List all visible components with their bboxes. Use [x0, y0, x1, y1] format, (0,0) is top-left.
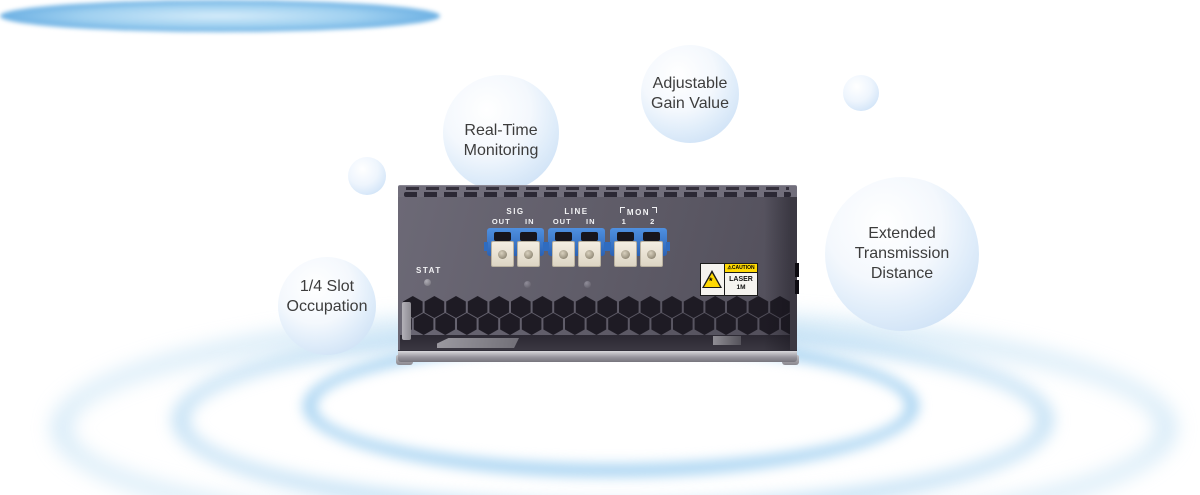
hex-vent-grille	[403, 296, 790, 337]
feature-bubble-real-time-monitoring: Real-Time Monitoring	[443, 75, 559, 191]
port-label-1: 1	[621, 217, 627, 226]
bottom-recess	[400, 335, 795, 350]
device-shadow-ellipse	[0, 0, 440, 32]
lc-dust-plug	[614, 241, 637, 267]
caution-distance-text: 1M	[736, 284, 746, 291]
port-group-title: LINE	[564, 207, 589, 216]
feature-text: Gain Value	[651, 95, 729, 112]
lc-latch	[555, 232, 572, 241]
feature-text: 1/4 Slot	[299, 278, 355, 295]
vent-slots-row	[406, 187, 789, 190]
bottom-rail	[398, 350, 797, 362]
lc-dust-plug	[491, 241, 514, 267]
port-label-out: OUT	[491, 217, 511, 226]
lc-dust-plug	[640, 241, 663, 267]
lc-latch	[581, 232, 598, 241]
panel-screw	[584, 281, 591, 288]
feature-text: Extended	[868, 225, 936, 242]
lc-dust-plug	[517, 241, 540, 267]
plug-hole	[524, 250, 533, 259]
side-panel-shading	[764, 197, 790, 350]
top-vent-flange	[398, 185, 797, 197]
vent-slots-row	[404, 192, 791, 197]
port-labels: OUT IN	[487, 217, 544, 226]
edge-connector-notch	[795, 263, 799, 277]
port-group-sig: SIG OUT IN	[484, 207, 547, 267]
plug-hole	[498, 250, 507, 259]
feature-text: Adjustable	[652, 75, 728, 92]
lc-dust-plug	[578, 241, 601, 267]
plug-hole	[559, 250, 568, 259]
port-group-mon: MON 1 2	[607, 207, 670, 267]
plug-hole	[585, 250, 594, 259]
feature-bubble-slot-occupation: 1/4 Slot Occupation	[278, 257, 376, 355]
recess-notch	[713, 336, 741, 345]
feature-text: Transmission	[854, 245, 950, 262]
bracket-right-icon	[652, 207, 658, 213]
port-labels: 1 2	[610, 217, 667, 226]
caution-header: ⚠CAUTION	[725, 264, 757, 273]
port-label-in: IN	[586, 217, 596, 226]
feature-text: Real-Time	[464, 122, 538, 139]
feature-bubble-adjustable-gain: Adjustable Gain Value	[641, 45, 739, 143]
caution-laser-text: LASER	[729, 276, 753, 283]
lc-latch	[520, 232, 537, 241]
left-latch-tab	[402, 302, 411, 340]
optical-amplifier-module: SIG OUT IN LINE OUT IN MON	[396, 185, 799, 365]
feature-bubble-extended-distance: Extended Transmission Distance	[825, 177, 979, 331]
lc-latch	[643, 232, 660, 241]
warning-triangle-cell: *	[701, 264, 724, 295]
port-group-title-text: MON	[626, 208, 651, 217]
port-label-in: IN	[525, 217, 535, 226]
feature-text: Occupation	[286, 298, 368, 315]
edge-connector-notch	[795, 280, 799, 294]
port-labels: OUT IN	[548, 217, 605, 226]
port-group-line: LINE OUT IN	[545, 207, 608, 267]
panel-screw	[524, 281, 531, 288]
plug-hole	[647, 250, 656, 259]
port-group-title: MON	[610, 207, 667, 217]
bracket-left-icon	[619, 207, 625, 213]
feature-text: Monitoring	[463, 142, 539, 159]
status-label: STAT	[416, 266, 442, 275]
status-led	[424, 279, 431, 286]
port-label-out: OUT	[552, 217, 572, 226]
lc-dust-plug	[552, 241, 575, 267]
feature-text: Distance	[870, 265, 934, 282]
right-edge-panel	[790, 197, 797, 350]
plug-hole	[621, 250, 630, 259]
warning-triangle-fill	[704, 273, 720, 287]
lc-latch	[617, 232, 634, 241]
pull-handle	[437, 338, 519, 348]
laser-starburst-icon: *	[709, 276, 713, 286]
decorative-bubble-right	[843, 75, 879, 111]
caution-text-cell: ⚠CAUTION LASER 1M	[724, 264, 757, 295]
port-label-2: 2	[650, 217, 656, 226]
port-group-title: SIG	[506, 207, 525, 216]
laser-caution-label: * ⚠CAUTION LASER 1M	[700, 263, 758, 296]
decorative-bubble-left	[348, 157, 386, 195]
lc-latch	[494, 232, 511, 241]
